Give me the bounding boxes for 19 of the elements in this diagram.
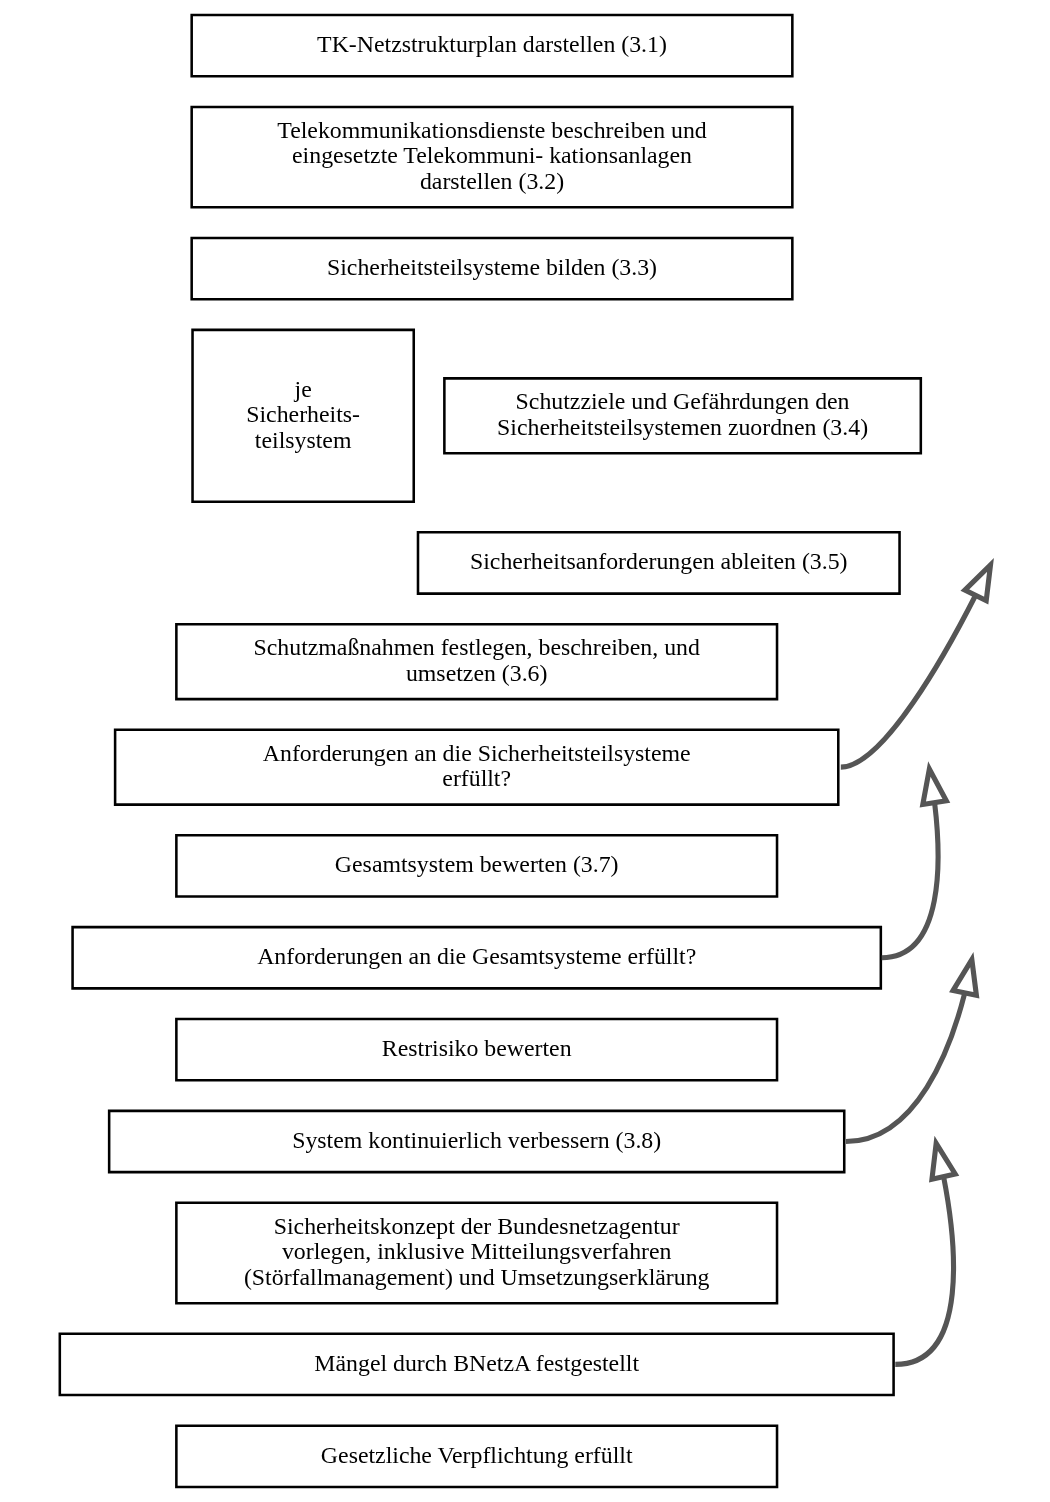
- node-box: TK-Netzstrukturplan darstellen (3.1): [189, 13, 794, 78]
- node-box: Mängel durch BNetzA festgestellt: [58, 1332, 895, 1397]
- node-box: Schutzmaßnahmen festlegen, beschreiben, und umsetzen (3.6): [174, 622, 778, 701]
- arrow: [839, 557, 994, 770]
- arrow: [845, 952, 979, 1145]
- node-box: Gesamtsystem bewerten (3.7): [174, 833, 778, 898]
- node-box: Sicherheitskonzept der Bundesnetzagentur vorlegen, inklusive Mitteilungsverfahren (Störfallmanagement) und Umsetzungserklärung: [174, 1201, 778, 1305]
- arrow: [894, 1135, 959, 1367]
- node-box: Gesetzliche Verpflichtung erfüllt: [174, 1424, 778, 1489]
- node-box: System kontinuierlich verbessern (3.8): [107, 1109, 845, 1174]
- node-box: je Sicherheits- teilsystem: [190, 328, 415, 503]
- node-box: Sicherheitsteilsysteme bilden (3.3): [189, 236, 794, 301]
- node-box: Anforderungen an die Gesamtsysteme erfüllt?: [70, 925, 882, 990]
- node-box: Sicherheitsanforderungen ableiten (3.5): [416, 531, 901, 595]
- node-box: Schutzziele und Gefährdungen den Sicherheitsteilsystemen zuordnen (3.4): [442, 377, 922, 455]
- node-box: Restrisiko bewerten: [174, 1017, 778, 1082]
- node-box: Telekommunikationsdienste beschreiben und eingesetzte Telekommuni- kationsanlagen darstellen (3.2): [189, 105, 794, 209]
- arrow: [880, 761, 950, 961]
- node-box: Anforderungen an die Sicherheitsteilsysteme erfüllt?: [113, 728, 840, 806]
